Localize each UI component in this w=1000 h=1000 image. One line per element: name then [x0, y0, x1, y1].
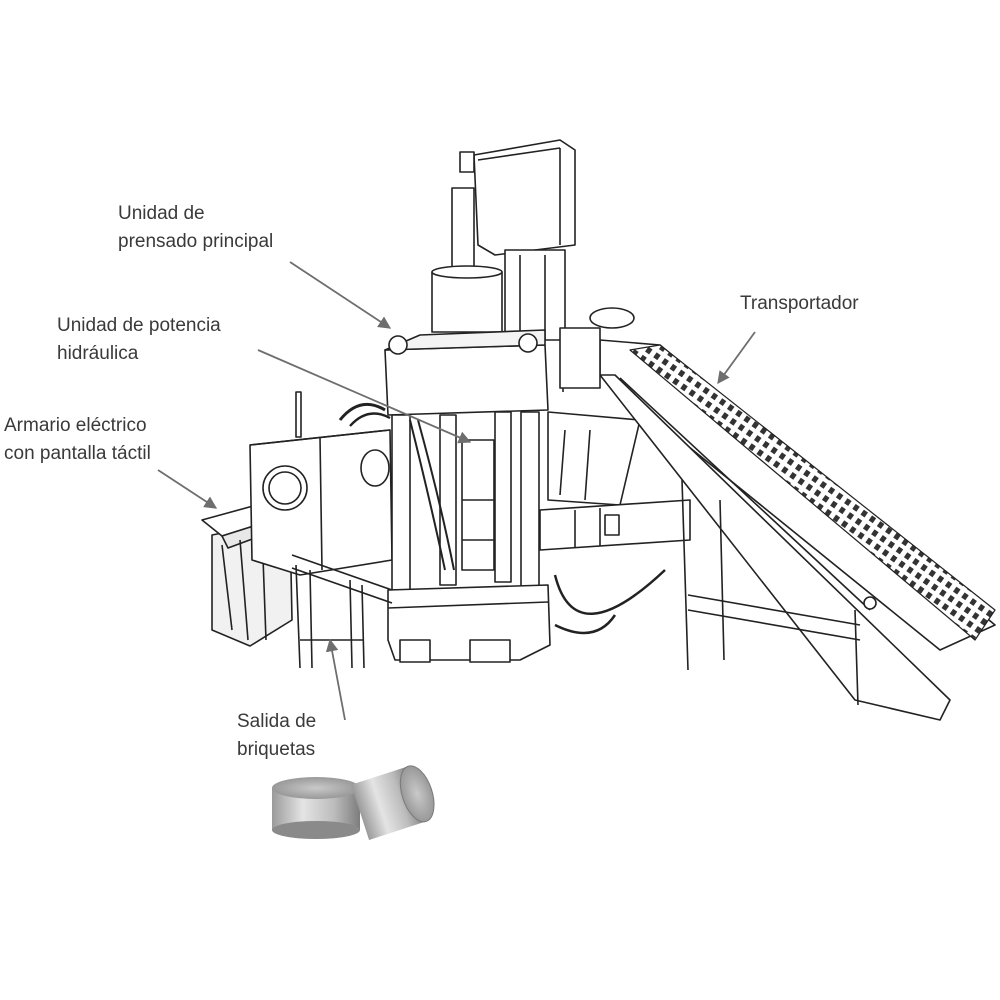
arrow-main-press: [289, 261, 392, 329]
label-hydraulic-unit-line2: hidráulica: [57, 343, 139, 364]
arrow-conveyor: [717, 331, 756, 385]
briquette-outlet-frame: [291, 554, 393, 669]
side-feed-cylinder: [539, 499, 691, 635]
label-hydraulic-unit-line1: Unidad de potencia: [57, 315, 221, 336]
briquette-right: [351, 765, 435, 840]
label-electric-cabinet-line2: con pantalla táctil: [4, 443, 151, 464]
conveyor-supports: [681, 479, 877, 706]
machine-illustration: [201, 139, 996, 721]
label-briquette-outlet-line2: briquetas: [237, 739, 316, 760]
label-briquette-outlet-line1: Salida de: [237, 711, 317, 732]
label-electric-cabinet: Armario eléctrico con pantalla táctil: [4, 412, 151, 468]
arrow-briquette-outlet: [325, 638, 346, 721]
conveyor-belt: [559, 307, 996, 721]
label-hydraulic-unit: Unidad de potencia hidráulica: [57, 312, 221, 368]
label-briquette-outlet: Salida de briquetas: [237, 708, 316, 764]
leader-arrows: [157, 261, 756, 721]
arrow-hydraulic-unit: [257, 349, 472, 444]
label-main-press: Unidad de prensado principal: [118, 200, 273, 256]
label-main-press-line2: prensado principal: [118, 231, 274, 252]
hydraulic-tank: [249, 391, 393, 576]
arrow-electric-cabinet: [157, 469, 218, 509]
label-conveyor: Transportador: [740, 290, 859, 318]
top-crosshead: [384, 329, 549, 416]
label-electric-cabinet-line1: Armario eléctrico: [4, 415, 147, 436]
motor-box: [459, 139, 576, 256]
press-base: [387, 584, 551, 663]
briquette-left: [272, 777, 360, 839]
label-main-press-line1: Unidad de: [118, 203, 205, 224]
briquettes: [272, 765, 435, 840]
press-columns: [391, 411, 540, 591]
feed-hopper: [547, 411, 641, 506]
label-conveyor-line1: Transportador: [740, 293, 859, 314]
